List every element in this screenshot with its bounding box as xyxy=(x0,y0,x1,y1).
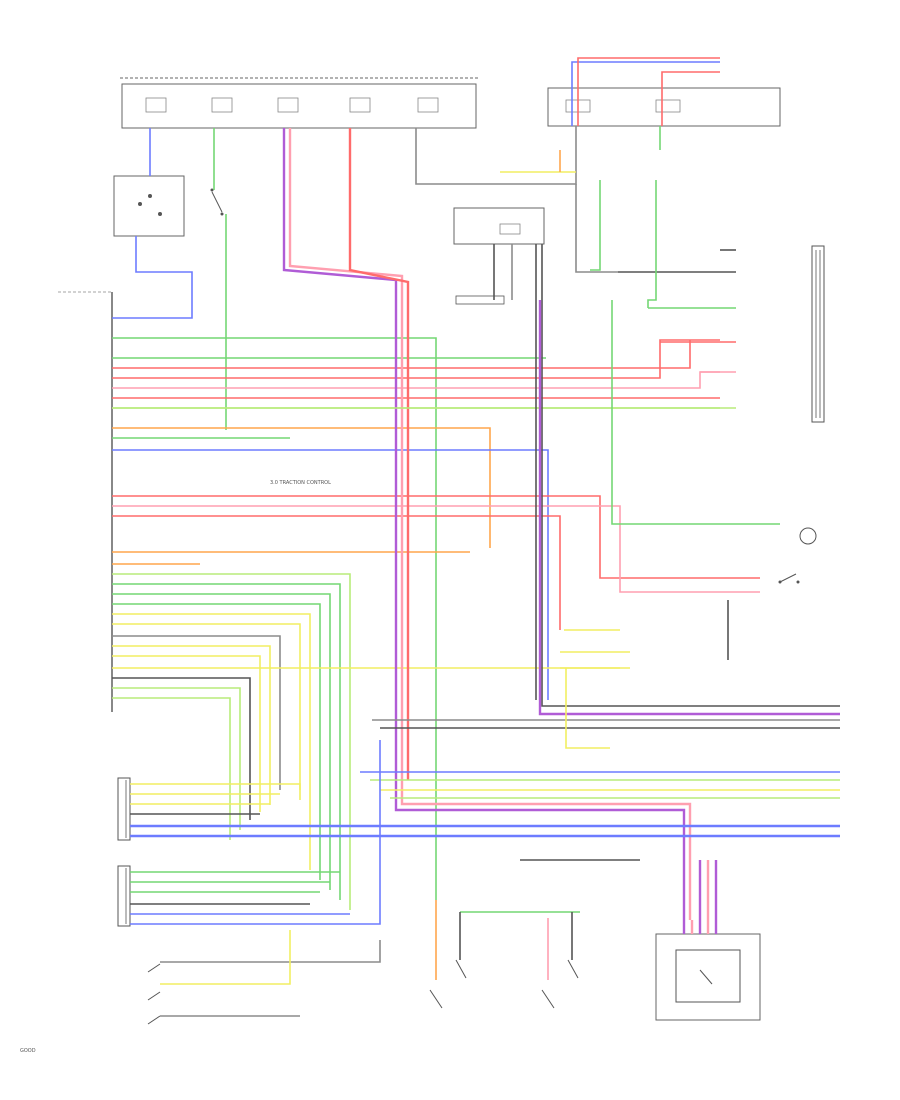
ecm-harness xyxy=(112,337,760,910)
fuse-block-3 xyxy=(277,97,299,113)
wire-h-594-green xyxy=(112,593,331,890)
wire-h-506-pink xyxy=(112,505,760,593)
fuse-block-1 xyxy=(145,97,167,113)
wire-h-378-red xyxy=(112,339,720,379)
fuse-block-2 xyxy=(211,97,233,113)
wire-h-624-yellow xyxy=(112,623,301,800)
wire-gray-down xyxy=(575,184,618,273)
bottom-right-module xyxy=(655,860,761,1021)
wire-h-614-yellow xyxy=(112,613,311,870)
wire-long-purple xyxy=(538,300,840,716)
wire-h-656-yellow xyxy=(112,655,261,812)
rear-sensor-box xyxy=(117,865,131,927)
illumination-lamp-icon xyxy=(799,527,817,545)
relay-block-2 xyxy=(655,99,681,113)
wire-h-698-lightgreen xyxy=(112,697,231,840)
front-sensor-box xyxy=(117,777,131,841)
wire-h-368-red xyxy=(112,340,691,369)
wire-bundle-purple xyxy=(282,128,686,920)
wire-h-604-green xyxy=(112,603,321,880)
traction-control-label: 3.0 TRACTION CONTROL xyxy=(270,480,331,486)
right-connector-bar xyxy=(811,245,825,423)
top-fuse-panel-left xyxy=(120,77,480,129)
main-bundle xyxy=(282,128,692,920)
wire-feed-red-2 xyxy=(661,71,720,126)
footer-code: GOOD xyxy=(20,1048,36,1054)
right-lower-switch xyxy=(727,573,800,660)
wire-bl-1 xyxy=(160,940,381,963)
wire-h-678-black xyxy=(112,677,251,820)
upper-switch xyxy=(210,128,227,430)
wire-illumination-green xyxy=(611,300,780,525)
wire-h-646-yellow xyxy=(112,645,271,805)
ecm-connector xyxy=(58,291,113,712)
wire-fs-1 xyxy=(130,783,301,790)
wire-bundle-red xyxy=(348,128,410,780)
wire-h-688-lightgreen xyxy=(112,687,241,830)
wire-feed-blue-top xyxy=(571,61,720,126)
fuse-block-4 xyxy=(349,97,371,113)
wire-bundle-pink xyxy=(288,128,692,920)
upper-left-sensor xyxy=(112,128,193,319)
center-relay xyxy=(453,207,545,700)
sensor-box xyxy=(113,175,185,237)
wire-rs-6 xyxy=(130,740,381,925)
rear-sensor-connector xyxy=(117,865,131,927)
wire-h-450-blue xyxy=(112,449,549,700)
wire-h-584-green xyxy=(112,583,341,900)
bottom-center-switches xyxy=(429,900,580,1009)
wire-h-516-red xyxy=(112,515,561,630)
wire-h-388-pink xyxy=(112,371,720,389)
fuse-block-5 xyxy=(417,97,439,113)
wire-bl-2 xyxy=(160,930,291,985)
wire-h-428-orange xyxy=(112,427,491,548)
wire-relay-green-loop-2 xyxy=(647,180,657,308)
wire-h-574-lightgreen xyxy=(112,573,351,910)
top-fuse-panel-right xyxy=(547,87,781,127)
bottom-left-switches xyxy=(147,963,161,1025)
wire-long-black xyxy=(541,244,840,707)
bottom-right-module-box xyxy=(655,933,761,1021)
wire-gray-feed xyxy=(415,126,577,185)
wire-yellow-748 xyxy=(565,668,610,749)
right-connector-block xyxy=(811,245,825,423)
center-relay-box xyxy=(453,207,545,245)
wire-relay-green-loop xyxy=(590,180,601,271)
wire-h-338-green xyxy=(112,337,437,900)
wire-sensor-blue-bottom xyxy=(112,236,193,319)
wire-h-496-red xyxy=(112,495,760,579)
front-sensor-connector xyxy=(117,777,131,841)
fuse-panel-box xyxy=(121,83,477,129)
wire-h-636-gray xyxy=(112,635,281,790)
relay-panel-box xyxy=(547,87,781,127)
wire-feed-red-top xyxy=(577,57,720,126)
